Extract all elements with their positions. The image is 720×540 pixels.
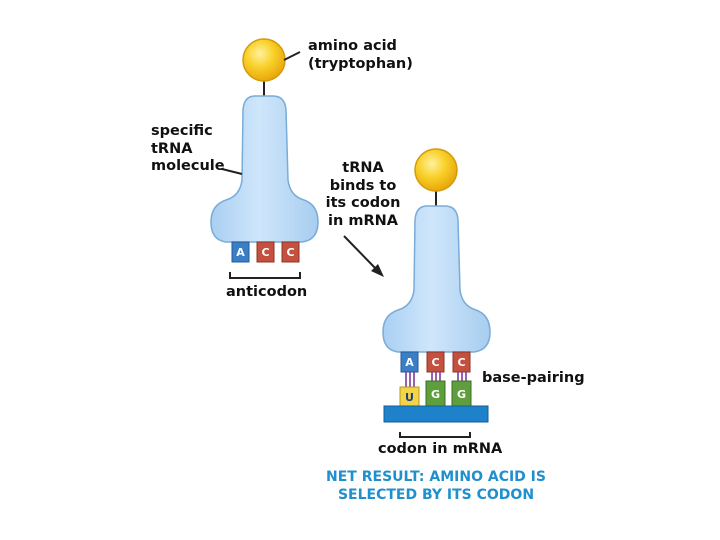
specific-trna-label-line1: specific	[151, 123, 213, 139]
codon-letter-1: U	[405, 391, 414, 404]
right-amino-acid-ball	[414, 148, 458, 192]
codon-letter-3: G	[457, 388, 466, 401]
right-anticodon-letter-2: C	[431, 356, 439, 369]
codon-in-mrna-label: codon in mRNA	[378, 441, 503, 457]
left-trna-group: A C C	[210, 38, 319, 279]
left-trna-body	[210, 95, 319, 243]
specific-trna-label-line2: tRNA	[151, 140, 193, 157]
trna-binds-label-line2: binds to	[329, 177, 397, 194]
right-trna-group: A C C U G G	[382, 148, 491, 438]
trna-binds-label: tRNA binds to its codon in mRNA	[318, 160, 408, 230]
net-result-line2: SELECTED BY ITS CODON	[337, 487, 535, 503]
amino-acid-label-line2: (tryptophan)	[308, 55, 413, 72]
amino-acid-label-line1: amino acid	[308, 38, 397, 54]
left-anticodon-base-3	[281, 241, 300, 263]
base-pair-bonds	[405, 372, 467, 387]
left-anticodon-letter-3: C	[286, 246, 294, 259]
left-anticodon-letter-1: A	[236, 246, 245, 259]
right-anticodon-letter-1: A	[405, 356, 414, 369]
anticodon-label: anticodon	[226, 284, 308, 300]
trna-binds-label-line1: tRNA	[342, 160, 384, 176]
anticodon-bracket	[229, 272, 301, 279]
binds-arrow	[343, 235, 384, 277]
codon-bracket	[399, 432, 471, 438]
left-amino-acid-ball	[242, 38, 286, 82]
net-result-line1: NET RESULT: AMINO ACID IS	[326, 469, 546, 485]
amino-acid-leader-line	[283, 51, 301, 61]
left-anticodon-base-2	[256, 241, 275, 263]
base-pairing-label: base-pairing	[482, 370, 585, 386]
right-trna-body	[382, 205, 491, 353]
specific-trna-label-line3: molecule	[151, 158, 225, 174]
specific-trna-label: specific tRNA molecule	[151, 123, 225, 176]
codon-letter-2: G	[431, 388, 440, 401]
amino-acid-label: amino acid (tryptophan)	[308, 38, 413, 73]
right-anticodon-letter-3: C	[457, 356, 465, 369]
trna-binds-label-line3: its codon	[325, 195, 401, 211]
net-result-text: NET RESULT: AMINO ACID IS SELECTED BY IT…	[300, 468, 572, 504]
mrna-strand	[383, 405, 489, 423]
specific-trna-leader-line	[221, 168, 243, 175]
trna-binds-label-line4: in mRNA	[328, 212, 398, 229]
left-anticodon-letter-2: C	[261, 246, 269, 259]
left-anticodon-base-1	[231, 241, 250, 263]
